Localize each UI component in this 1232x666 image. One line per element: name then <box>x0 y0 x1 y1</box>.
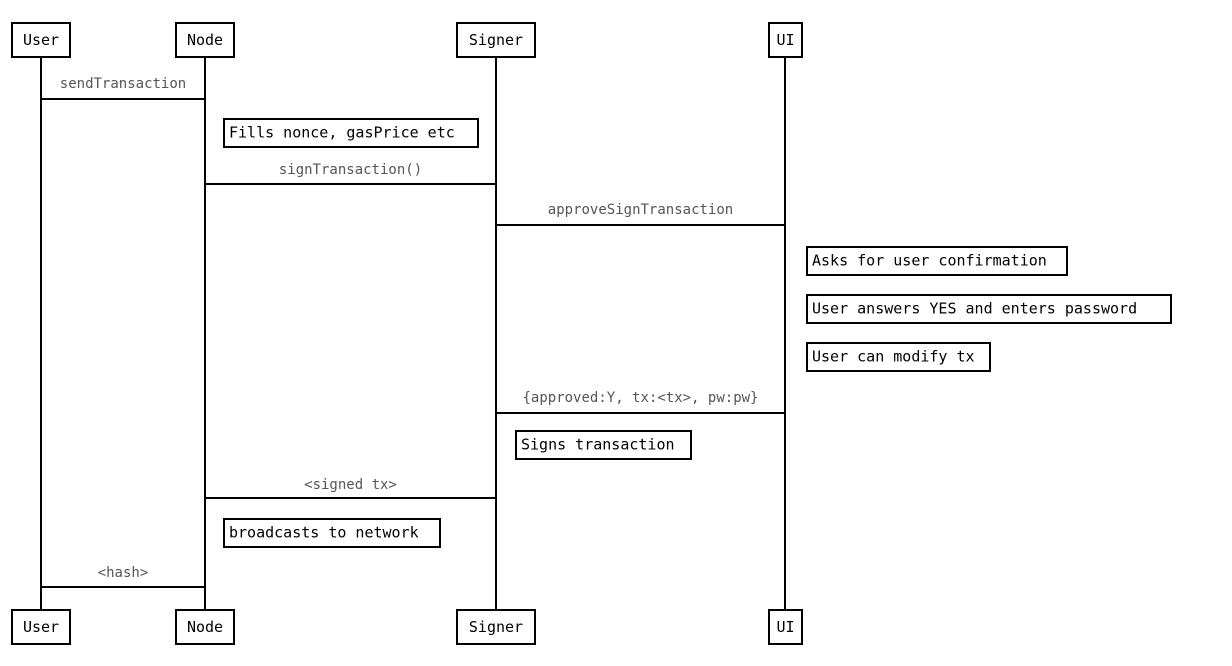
note-n1: Fills nonce, gasPrice etc <box>223 118 479 148</box>
participant-top-node[interactable]: Node <box>175 22 235 58</box>
message-label-m4: {approved:Y, tx:<tx>, pw:pw} <box>522 390 759 406</box>
note-n6: broadcasts to network <box>223 518 441 548</box>
message-line-m3 <box>495 224 786 226</box>
participant-top-ui[interactable]: UI <box>768 22 803 58</box>
message-label-m2: signTransaction() <box>278 162 423 178</box>
note-text-n1: Fills nonce, gasPrice etc <box>229 123 455 142</box>
note-n3: User answers YES and enters password <box>806 294 1172 324</box>
note-text-n4: User can modify tx <box>812 347 975 366</box>
participant-bottom-ui[interactable]: UI <box>768 609 803 645</box>
message-line-m4 <box>495 412 786 414</box>
message-line-m6 <box>40 586 206 588</box>
message-line-m2 <box>204 183 497 185</box>
lifeline-node <box>204 58 206 609</box>
lifeline-ui <box>784 58 786 609</box>
note-text-n3: User answers YES and enters password <box>812 299 1138 318</box>
note-text-n2: Asks for user confirmation <box>812 251 1047 270</box>
participant-bottom-signer[interactable]: Signer <box>456 609 536 645</box>
note-text-n5: Signs transaction <box>521 435 675 454</box>
message-label-m3: approveSignTransaction <box>547 202 734 218</box>
participant-top-signer[interactable]: Signer <box>456 22 536 58</box>
lifeline-user <box>40 58 42 609</box>
message-label-m5: <signed tx> <box>304 477 397 493</box>
participant-top-user[interactable]: User <box>11 22 71 58</box>
note-n4: User can modify tx <box>806 342 991 372</box>
participant-bottom-user[interactable]: User <box>11 609 71 645</box>
lifeline-signer <box>495 58 497 609</box>
message-label-m1: sendTransaction <box>59 76 187 92</box>
message-line-m1 <box>40 98 206 100</box>
message-label-m6: <hash> <box>97 565 149 581</box>
note-text-n6: broadcasts to network <box>229 523 419 542</box>
note-n5: Signs transaction <box>515 430 692 460</box>
participant-bottom-node[interactable]: Node <box>175 609 235 645</box>
note-n2: Asks for user confirmation <box>806 246 1068 276</box>
message-line-m5 <box>204 497 497 499</box>
